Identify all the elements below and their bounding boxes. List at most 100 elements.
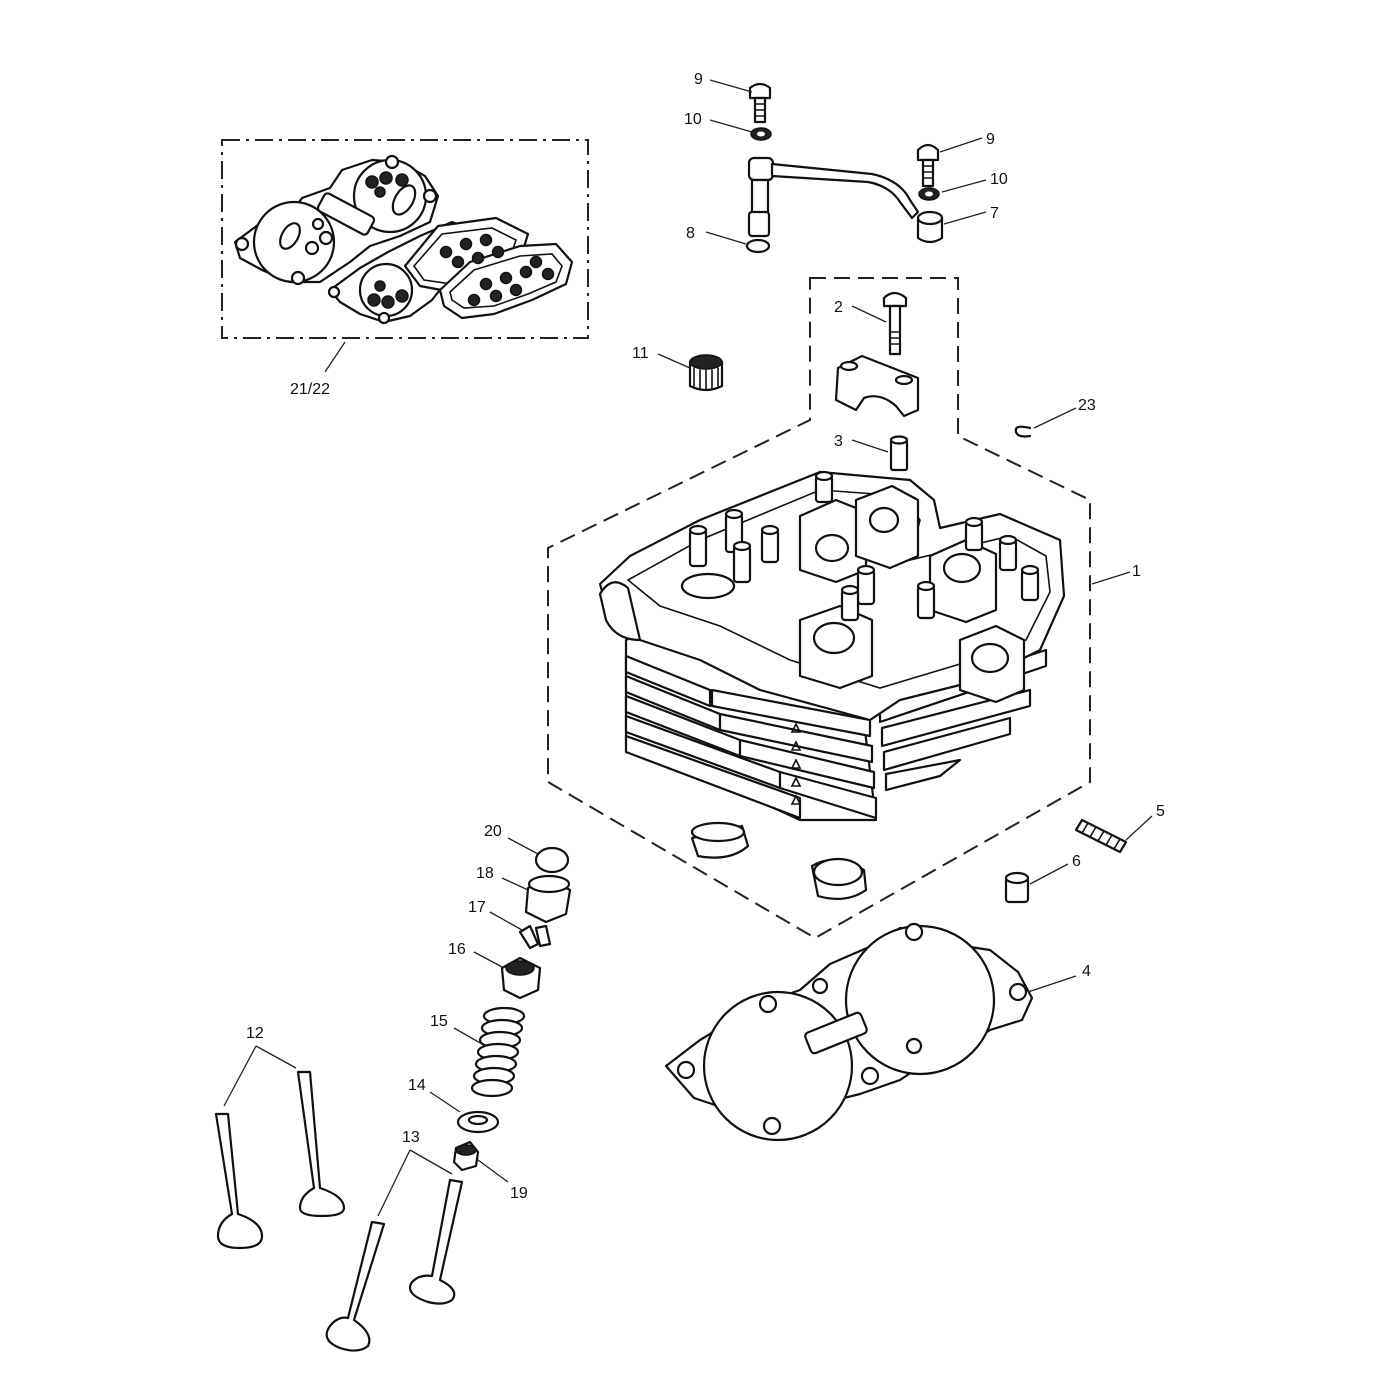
gasket-hole (384, 154, 400, 170)
callout-12: 12 (246, 1025, 264, 1042)
seal-icon (471, 251, 485, 265)
valve-stem-seal-set (439, 233, 555, 307)
leader-lines (223, 79, 1153, 1217)
callout-10-right: 10 (990, 171, 1008, 188)
callout-23: 23 (1078, 397, 1096, 414)
gasket-kit-frame (221, 139, 589, 339)
dowel-top (1004, 871, 1030, 885)
oring-icon (318, 230, 334, 246)
callout-2: 2 (834, 299, 843, 316)
thread-lines (889, 331, 901, 345)
callout-11: 11 (632, 345, 649, 362)
oil-pipe (770, 162, 920, 220)
oring-8 (745, 238, 771, 254)
intake-valve-12a (214, 1112, 264, 1250)
thread-lines (922, 165, 934, 179)
callout-5: 5 (1156, 803, 1165, 820)
seal-icon (519, 265, 533, 279)
gasket-hole (860, 1066, 880, 1086)
oring-icon (311, 217, 325, 231)
callout-13: 13 (402, 1129, 420, 1146)
cam-towers (798, 484, 1026, 704)
seal-icon (541, 267, 555, 281)
head-gasket-bore-left (702, 990, 854, 1142)
cam-cap (834, 354, 920, 418)
spring-seat-hole (467, 1114, 489, 1126)
valve-collet-17a (518, 924, 540, 950)
cam-journal (942, 552, 982, 584)
gasket-hole (377, 311, 391, 325)
seal-icon (479, 233, 493, 247)
plug-knurl (693, 367, 719, 391)
cooling-fins-right (710, 648, 1048, 820)
oring-icon (304, 240, 320, 256)
washer-hole (925, 191, 933, 197)
gasket-slot (316, 192, 376, 236)
callout-4: 4 (1082, 963, 1091, 980)
seal-icon (479, 277, 493, 291)
cylinder-head-rim (626, 489, 1051, 689)
bucket-top (527, 874, 571, 894)
gasket-hole (422, 188, 438, 204)
gasket-hole (1008, 982, 1028, 1002)
gasket-hole (904, 922, 924, 942)
seal-icon (509, 283, 523, 297)
seal-icon (459, 237, 473, 251)
callout-3: 3 (834, 433, 843, 450)
stud-5 (1074, 818, 1128, 854)
callout-20: 20 (484, 823, 502, 840)
leader-line (324, 341, 346, 373)
intake-valve-12b (296, 1070, 346, 1218)
oring-icon (379, 171, 393, 185)
thread-lines (1081, 822, 1121, 850)
exhaust-valve-13b (408, 1178, 464, 1305)
cam-journal (868, 506, 900, 534)
valve-shim-20 (534, 846, 570, 874)
gasket-hole (758, 994, 778, 1014)
valve-train-group (214, 846, 572, 1352)
circlip-23 (1014, 425, 1032, 438)
callout-8: 8 (686, 225, 695, 242)
callout-9-left: 9 (694, 71, 703, 88)
cylinder-head (598, 470, 1066, 822)
callout-9-right: 9 (986, 131, 995, 148)
oil-feed-pipe-group (745, 82, 944, 254)
oring-icon (374, 280, 386, 292)
seal-icon (489, 289, 503, 303)
cam-journal (812, 621, 856, 655)
cam-cap-bolt-head (882, 291, 908, 308)
head-gasket (664, 922, 1034, 1142)
seal-icon (439, 245, 453, 259)
plug-11-top (689, 354, 723, 370)
cam-cap-bolt-shank (888, 304, 902, 356)
seal-icon (499, 271, 513, 285)
gasket-hole (762, 1116, 782, 1136)
banjo-bolt-head-right (916, 143, 940, 162)
seal-icon (467, 293, 481, 307)
valve-collet-17b (534, 924, 552, 948)
dowel-top (889, 435, 909, 445)
oring-icon (374, 186, 386, 198)
gasket-inner-edge (449, 253, 563, 309)
banjo-union-top (916, 210, 944, 226)
callout-17: 17 (468, 899, 486, 916)
cooling-fins-front (624, 654, 802, 820)
gasket-hole (234, 236, 250, 252)
seal-top (455, 1144, 477, 1156)
exhaust-valve-13a (325, 1220, 386, 1352)
callout-6: 6 (1072, 853, 1081, 870)
callout-21-22: 21/22 (290, 381, 330, 398)
banjo-fitting-left (747, 156, 775, 182)
callout-labels: 1 2 3 4 5 6 7 8 9 9 10 10 11 12 13 14 15… (246, 71, 1165, 1202)
head-gasket-bore-right (844, 924, 996, 1076)
seal-icon (491, 245, 505, 259)
gasket-hole (811, 977, 829, 995)
callout-15: 15 (430, 1013, 448, 1030)
pipe-end (747, 210, 771, 238)
gasket-hole (905, 1037, 923, 1055)
seal-icon (451, 255, 465, 269)
gasket-kit-group (221, 139, 589, 373)
callout-10-left: 10 (684, 111, 702, 128)
fin-markers (790, 722, 802, 805)
